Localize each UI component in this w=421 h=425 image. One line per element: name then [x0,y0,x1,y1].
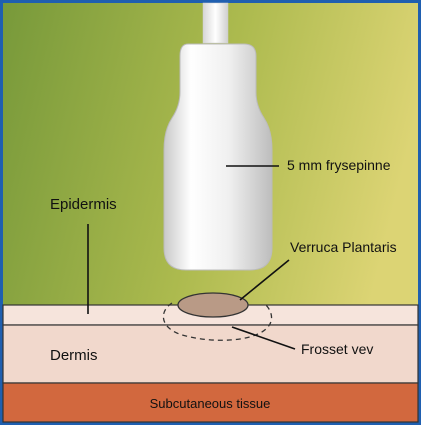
subcutaneous-label: Subcutaneous tissue [150,396,271,411]
frozen-label: Frosset vev [301,341,373,357]
probe-label: 5 mm frysepinne [287,157,391,173]
verruca-label: Verruca Plantaris [290,239,397,255]
cryo-probe [164,44,272,270]
verruca-wart [178,293,248,317]
dermis-label: Dermis [50,347,98,364]
epidermis-label: Epidermis [50,196,117,213]
probe-stem [203,3,228,43]
